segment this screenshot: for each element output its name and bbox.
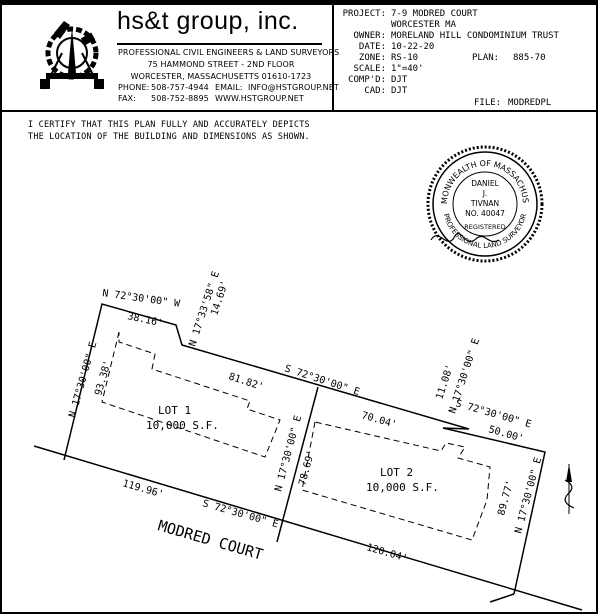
- company-tagline: PROFESSIONAL CIVIL ENGINEERS & LAND SURV…: [118, 48, 340, 57]
- seal-middle-ring: [432, 151, 538, 257]
- owner-label: OWNER:: [353, 31, 386, 41]
- date-label: DATE:: [358, 42, 386, 52]
- certification-line-1: I CERTIFY THAT THIS PLAN FULLY AND ACCUR…: [28, 120, 310, 130]
- scale-value: 1"=40': [391, 64, 424, 74]
- lot-east-boundary-extension: [489, 593, 515, 603]
- dist-89-77: 89.77': [496, 479, 516, 517]
- plan-value: 885-70: [513, 53, 546, 63]
- seal-signature: [430, 233, 500, 243]
- company-street: 75 HAMMOND STREET - 2ND FLOOR: [147, 60, 295, 69]
- lot1-area: 10,000 S.F.: [146, 419, 219, 432]
- company-website: WWW.HSTGROUP.NET: [215, 94, 304, 103]
- lot2-area: 10,000 S.F.: [366, 481, 439, 494]
- bearing-w-n17-30e: N 17°30'00" E: [67, 341, 99, 419]
- company-email-label: EMAIL:: [215, 83, 243, 92]
- street-name: MODRED COURT: [156, 517, 265, 564]
- project-value: 7-9 MODRED COURT: [391, 9, 478, 19]
- zone-value: RS-10: [391, 53, 419, 63]
- lot2-building-outline: [301, 421, 491, 541]
- seal-inner-ring: [452, 171, 518, 237]
- company-city: WORCESTER, MASSACHUSETTS 01610-1723: [130, 72, 312, 81]
- company-phone: 508-757-4944: [151, 83, 209, 92]
- plan-label: PLAN:: [472, 53, 500, 63]
- company-fax-label: FAX:: [118, 94, 136, 103]
- top-border: [2, 2, 598, 5]
- street-line: [33, 445, 583, 611]
- zone-label: ZONE:: [358, 53, 386, 63]
- lot1-building-outline: [101, 331, 281, 458]
- dist-120-04: 120.04': [365, 542, 409, 564]
- file-label: FILE:: [474, 98, 502, 108]
- seal-middle-initial: J.: [482, 189, 488, 198]
- title-block-divider: [332, 5, 334, 110]
- compd-label: COMP'D:: [348, 75, 386, 85]
- company-name-underline: [117, 43, 322, 45]
- owner-value: MORELAND HILL CONDOMINIUM TRUST: [391, 31, 559, 41]
- title-block: hs&t group, inc. PROFESSIONAL CIVIL ENGI…: [2, 5, 598, 112]
- file-value: MODREDPL: [508, 98, 552, 108]
- certification-line-2: THE LOCATION OF THE BUILDING AND DIMENSI…: [28, 132, 310, 142]
- lot2-name: LOT 2: [380, 466, 413, 479]
- company-phone-label: PHONE:: [118, 83, 150, 92]
- project-label: PROJECT:: [342, 9, 386, 19]
- compd-value: DJT: [391, 75, 408, 85]
- seal-registered: REGISTERED: [464, 223, 505, 231]
- cad-label: CAD:: [364, 86, 386, 96]
- north-arrow-icon: [564, 464, 575, 514]
- dist-70-04: 70.04': [360, 410, 398, 431]
- seal-last-name: TIVNAN: [470, 199, 499, 208]
- dist-93-38: 93.38': [93, 359, 114, 397]
- company-name: hs&t group, inc.: [117, 7, 299, 35]
- seal-license-number: NO. 40047: [465, 209, 505, 218]
- company-email: INFO@HSTGROUP.NET: [248, 83, 339, 92]
- dist-38-16: 38.16': [126, 311, 164, 329]
- surveyor-logo-icon: [40, 21, 104, 90]
- dist-119-96: 119.96': [121, 478, 165, 500]
- scale-label: SCALE:: [353, 64, 386, 74]
- bearing-e-n17-30e: N 17°30'00" E: [513, 456, 544, 534]
- bearing-s72-30e-top: S 72°30'00" E: [283, 363, 361, 398]
- lot-division-line: [276, 386, 319, 543]
- lot-outer-boundary: [63, 303, 546, 595]
- lot1-name: LOT 1: [158, 404, 191, 417]
- surveyor-seal: COMMONWEALTH OF MASSACHUSETTS PROFESSION…: [425, 144, 544, 263]
- date-value: 10-22-20: [391, 42, 435, 52]
- dist-81-82: 81.82': [227, 371, 265, 393]
- bearing-s72-30e-street: S 72°30'00" E: [201, 498, 279, 530]
- cad-value: DJT: [391, 86, 408, 96]
- seal-outer-ring: [426, 145, 544, 263]
- company-fax: 508-752-8895: [151, 94, 209, 103]
- project-town: WORCESTER MA: [391, 20, 457, 30]
- seal-first-name: DANIEL: [471, 179, 499, 188]
